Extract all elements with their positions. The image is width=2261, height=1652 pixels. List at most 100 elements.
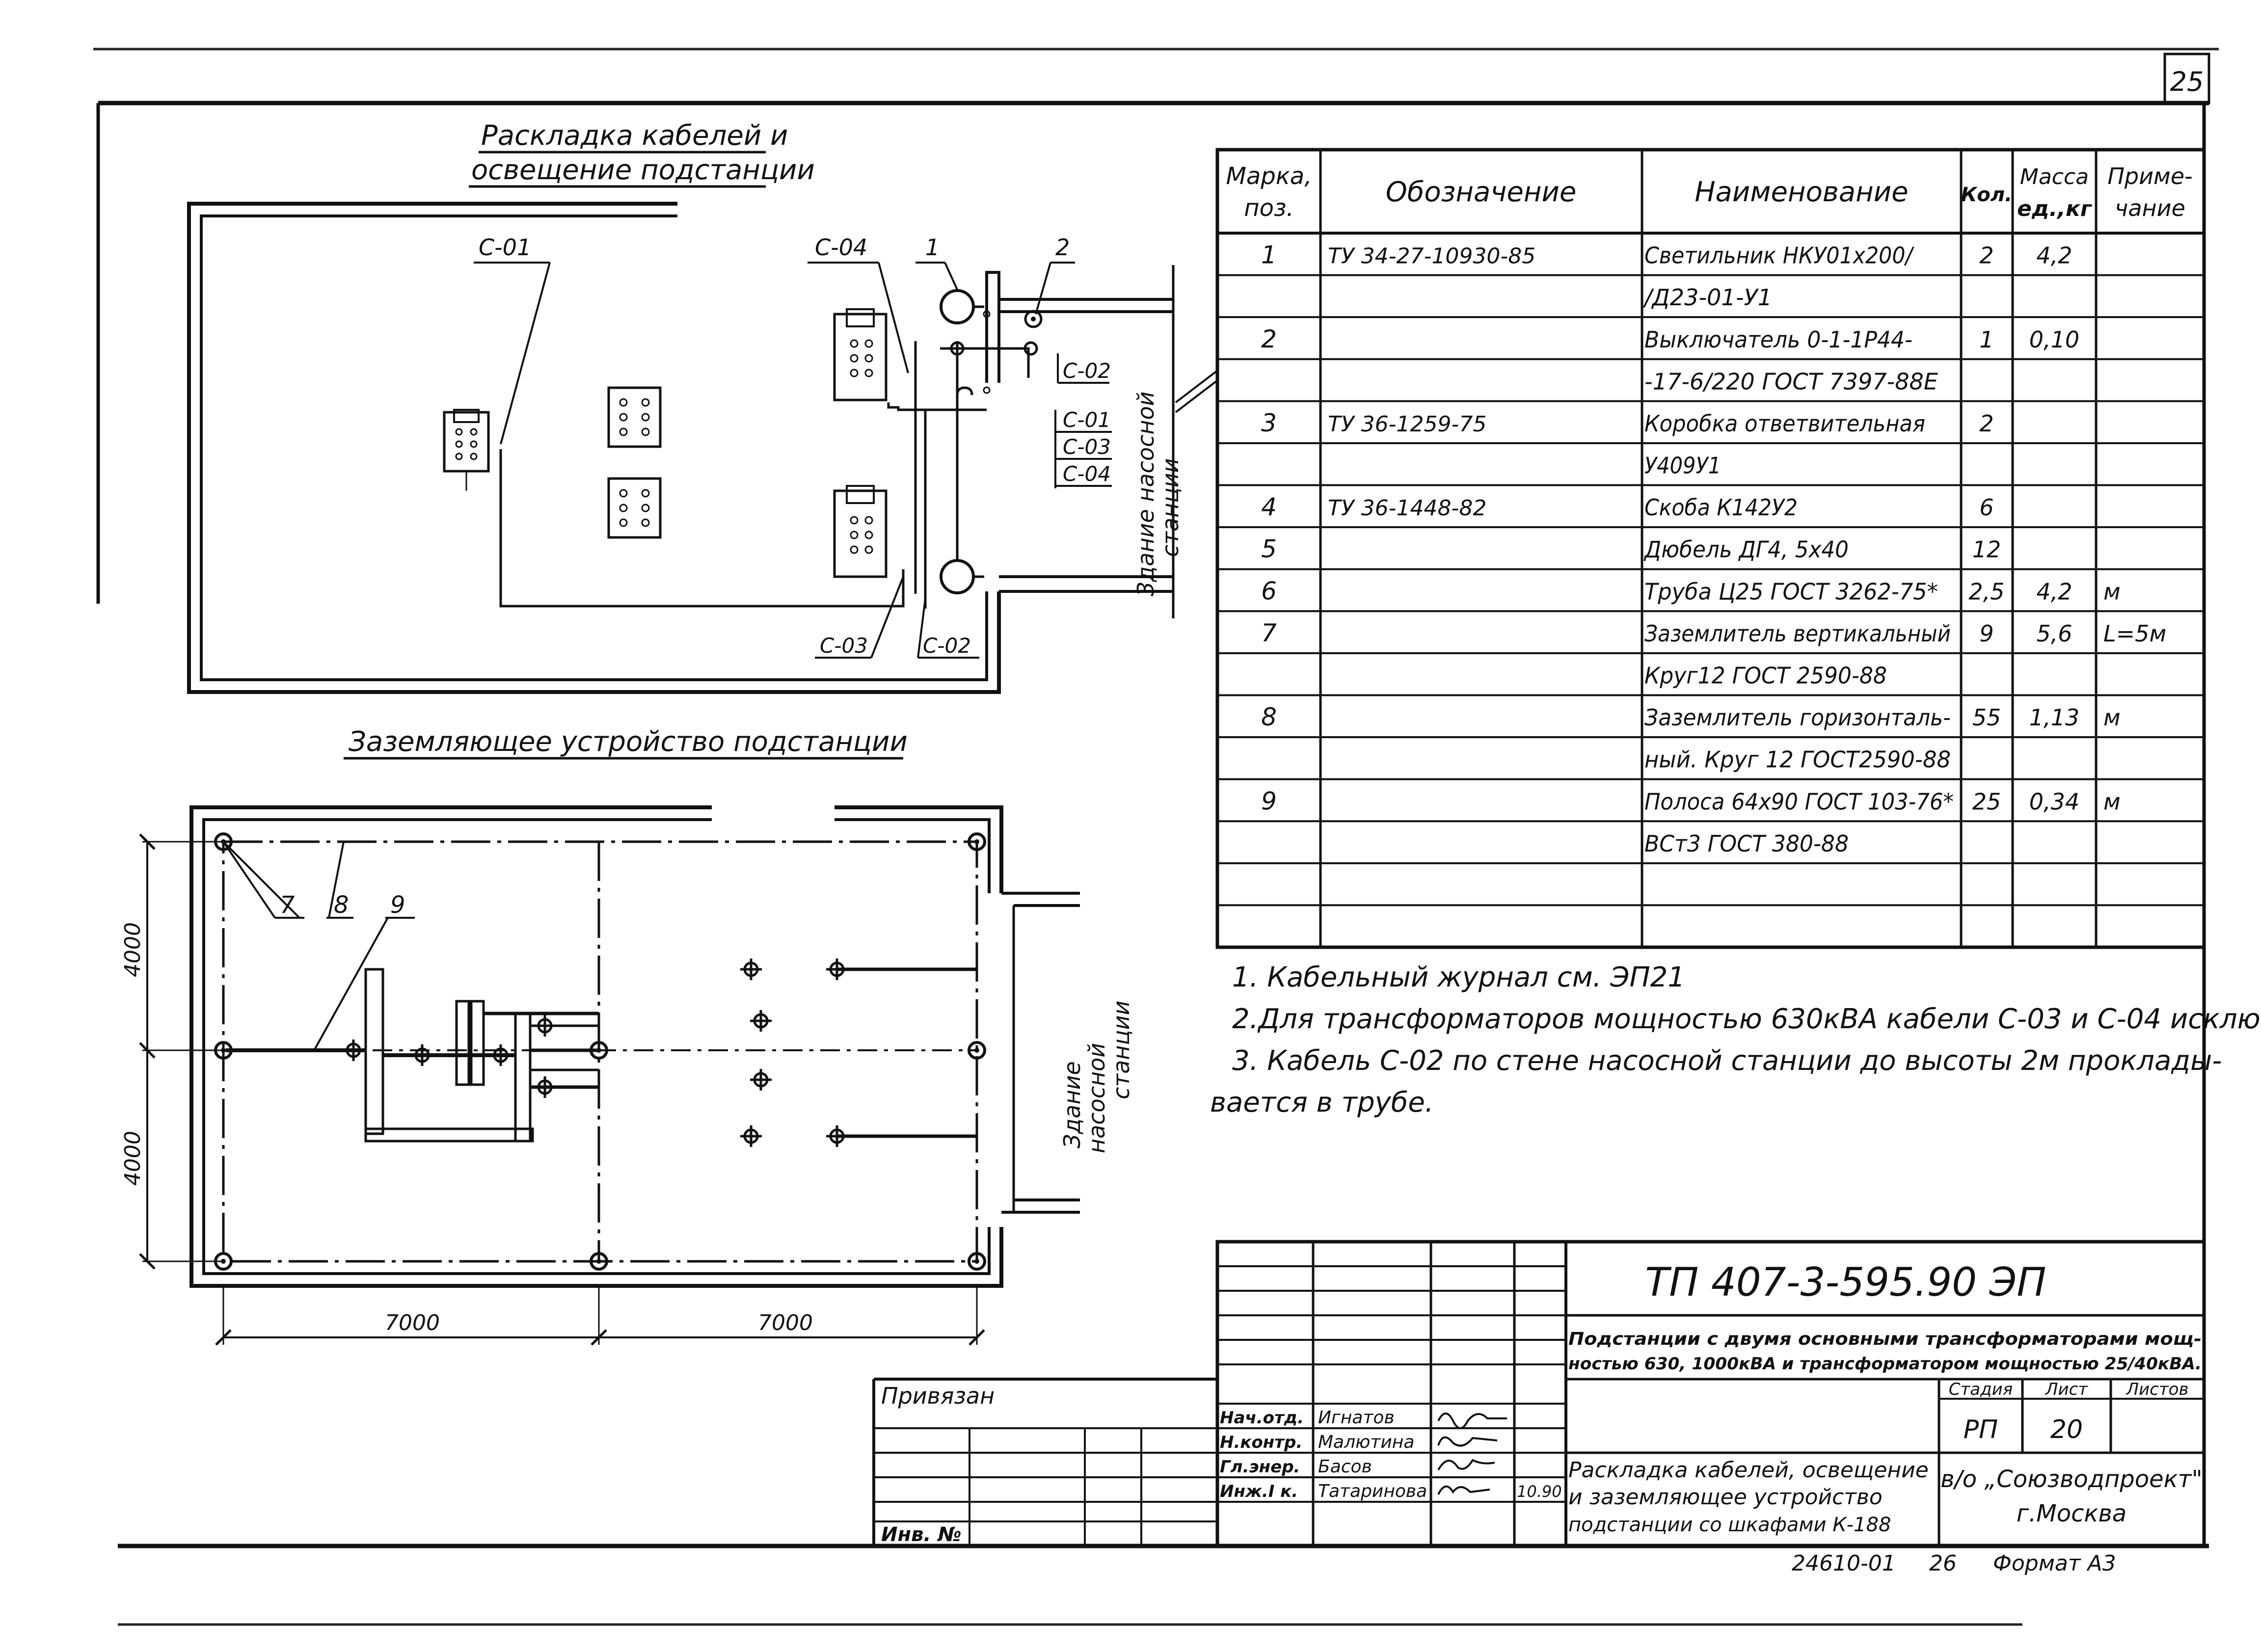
cabinet-left [443,409,490,491]
cabinet-right-bottom [833,485,888,578]
tb-date: 10.90 [1517,1482,1562,1501]
table-cell-name: Светильник НКУ01х200/ [1644,242,1914,269]
signature-3 [1437,1485,1490,1495]
table-cell-note: м [2103,788,2121,815]
label-c02-bottom: С-02 [923,634,971,658]
table-cell-mark: 9 [1261,787,1277,815]
table-cell-designation: ТУ 36-1448-82 [1328,496,1486,521]
plan-bottom-building-line2: насосной [1083,1043,1110,1153]
cable-lighting-plan: Раскладка кабелей и освещение подстанции… [187,120,1218,694]
cabinet-right-top [833,308,888,401]
table-cell-mass: 4,2 [2036,578,2072,605]
signature-1 [1437,1436,1498,1447]
table-cell-name: Заземлитель вертикальный [1644,620,1951,647]
tb-name-2: Басов [1318,1457,1372,1477]
table-cell-mark: 2 [1261,325,1277,353]
table-cell-name: Дюбель ДГ4, 5х40 [1643,536,1849,563]
cabinet-middle-bottom [607,477,662,539]
tb-role-1: Н.контр. [1220,1433,1302,1452]
label-1: 1 [925,234,940,261]
tb-project-line1: Подстанции с двумя основными трансформат… [1568,1329,2202,1349]
plan-bottom-title: Заземляющее устройство подстанции [349,726,908,758]
grounding-plan: Заземляющее устройство подстанции Здание… [120,726,1134,1346]
label-8: 8 [334,891,349,919]
table-cell-qty: 2,5 [1968,578,2004,605]
tb-org-line2: г.Москва [2017,1500,2126,1527]
dim-height-top: 4000 [120,922,145,977]
table-cell-name: У409У1 [1644,453,1721,479]
hdr-designation: Обозначение [1386,176,1577,208]
footer-sub: 26 [1929,1551,1957,1576]
tb-drawing-line3: подстанции со шкафами К-188 [1568,1514,1891,1536]
note-3a: 3. Кабель С-02 по стене насосной станции… [1232,1045,2222,1077]
tb-name-0: Игнатов [1318,1408,1395,1428]
label-c01-right: С-01 [1063,408,1111,432]
table-cell-note: м [2103,704,2121,731]
hdr-note-line1: Приме- [2107,163,2192,189]
table-cell-name: Скоба К142У2 [1644,494,1798,521]
table-cell-name: Заземлитель горизонталь- [1644,704,1951,731]
table-cell-name: Выключатель 0-1-1Р44- [1644,326,1912,353]
table-cell-mark: 1 [1261,241,1277,269]
notes: 1. Кабельный журнал см. ЭП21 2.Для транс… [1210,961,2261,1119]
table-cell-name: -17-6/220 ГОСТ 7397-88Е [1644,368,1938,395]
hdr-mark-line2: поз. [1244,194,1294,222]
plan-top-title-line2: освещение подстанции [471,154,815,186]
table-cell-mark: 8 [1261,703,1277,731]
table-cell-designation: ТУ 34-27-10930-85 [1328,244,1535,269]
note-3b: вается в трубе. [1210,1087,1434,1119]
tb-sheet-label: Лист [2045,1380,2088,1399]
table-cell-name: Полоса 64х90 ГОСТ 103-76* [1644,788,1954,815]
table-cell-mass: 4,2 [2036,242,2072,269]
label-c04-right: С-04 [1063,462,1111,486]
footer-number: 24610-01 [1792,1551,1896,1576]
table-cell-designation: ТУ 36-1259-75 [1328,412,1486,437]
plan-bottom-building-line1: Здание [1059,1061,1085,1148]
tb-role-2: Гл.энер. [1220,1457,1300,1477]
hdr-qty: Кол. [1961,184,2013,206]
table-cell-mark: 3 [1261,409,1277,437]
tb-name-1: Малютина [1318,1432,1414,1452]
note-1: 1. Кабельный журнал см. ЭП21 [1232,961,1685,993]
plan-top-building-line2: станции [1157,458,1184,557]
table-cell-note: м [2103,578,2121,605]
page-number: 25 [2170,66,2204,97]
label-c03-right: С-03 [1063,435,1111,459]
table-cell-mass: 1,13 [2029,704,2079,731]
table-cell-name: Коробка ответвительная [1644,410,1925,437]
hdr-mass-line2: ед.,кг [2017,196,2093,221]
tb-role-3: Инж.I к. [1220,1482,1298,1501]
table-cell-qty: 55 [1972,704,2001,731]
plan-bottom-building-line3: станции [1108,1001,1134,1099]
table-cell-qty: 12 [1972,536,2001,563]
cabinet-middle-top [607,386,662,448]
tb-stage-label: Стадия [1949,1380,2013,1399]
table-cell-qty: 9 [1979,620,1993,647]
tb-stage: РП [1964,1415,1998,1444]
table-cell-mark: 7 [1261,619,1277,647]
tb-role-0: Нач.отд. [1220,1408,1304,1428]
table-cell-mark: 4 [1261,493,1277,521]
table-cell-qty: 25 [1972,788,2001,815]
spec-table: Марка, поз. Обозначение Наименование Кол… [1215,148,2206,949]
label-c03-bottom: С-03 [820,634,868,658]
signature-2 [1437,1459,1495,1471]
table-cell-mass: 0,34 [2029,788,2079,815]
hdr-mass-line1: Масса [2020,164,2089,189]
footer-format: Формат А3 [1993,1551,2116,1576]
label-c04: С-04 [815,234,867,261]
table-cell-mark: 5 [1261,535,1277,563]
table-cell-name: Труба Ц25 ГОСТ 3262-75* [1644,578,1938,605]
table-cell-qty: 2 [1979,242,1993,269]
table-cell-note: L=5м [2103,620,2166,647]
table-cell-mark: 6 [1261,577,1277,605]
hdr-name: Наименование [1695,176,1908,208]
plan-top-building-line1: Здание насосной [1132,392,1159,596]
label-c01: С-01 [479,234,531,261]
table-cell-name: /Д23-01-У1 [1642,284,1772,311]
tb-drawing-line1: Раскладка кабелей, освещение [1568,1458,1929,1483]
signature-0 [1437,1412,1507,1429]
label-9: 9 [390,891,405,919]
table-cell-mass: 5,6 [2036,620,2072,647]
